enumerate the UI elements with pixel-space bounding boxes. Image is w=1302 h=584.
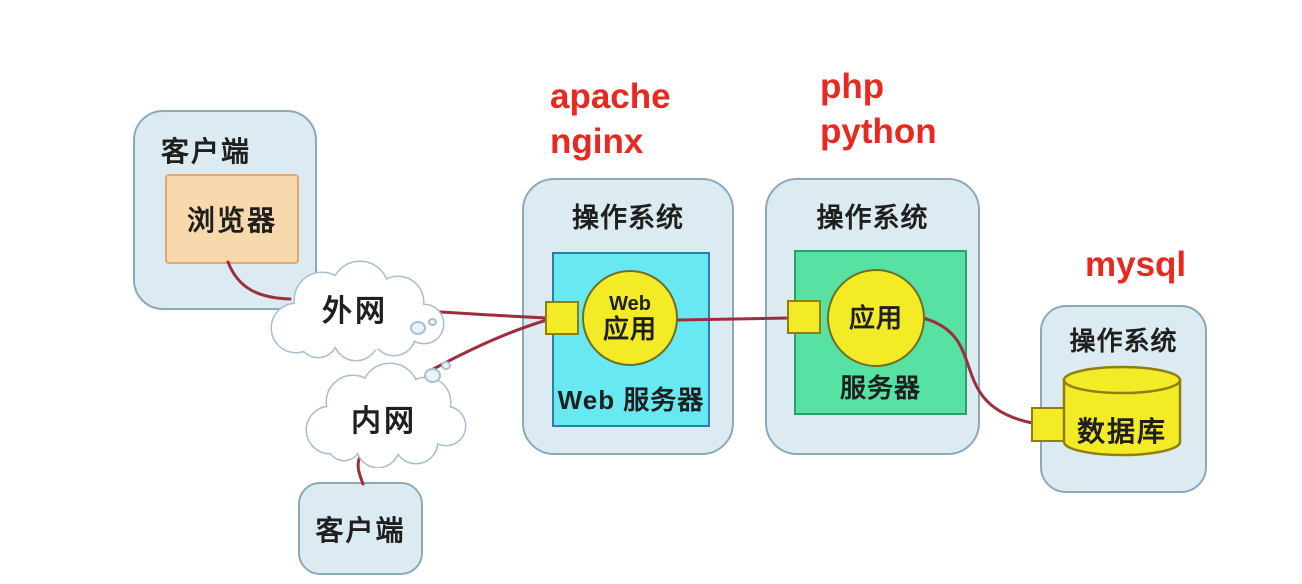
app-server-port	[787, 300, 821, 334]
external-cloud-bubble-small	[428, 318, 437, 326]
app-circle: 应用	[827, 269, 925, 367]
app-circle-label: 应用	[848, 302, 903, 333]
internal-network-cloud: 内网	[298, 352, 470, 468]
db-server-port	[1031, 407, 1066, 442]
web-server-os-label: 操作系统	[572, 203, 684, 233]
client-bottom-panel: 客户端	[298, 482, 423, 575]
annotation-python: python	[820, 112, 937, 151]
browser-box: 浏览器	[165, 174, 299, 264]
external-network-label: 外网	[322, 295, 388, 328]
database-cylinder: 数据库	[1058, 364, 1186, 464]
external-cloud-bubble-large	[410, 321, 426, 335]
app-server-os-label: 操作系统	[816, 203, 929, 233]
web-app-circle-label-top: Web	[609, 292, 651, 315]
internal-cloud-bubble-large	[424, 368, 441, 383]
app-server-container-label: 服务器	[839, 373, 921, 403]
database-software-annotation: mysql	[1085, 242, 1186, 287]
internal-cloud-shape	[305, 362, 467, 468]
annotation-php: php	[820, 67, 885, 106]
database-cylinder-body	[1062, 378, 1182, 457]
web-server-software-annotation: apache nginx	[550, 74, 671, 164]
web-server-container-label: Web 服务器	[557, 385, 705, 415]
web-server-port	[545, 301, 579, 335]
database-cylinder-top	[1062, 365, 1182, 395]
database-label: 数据库	[1076, 416, 1167, 447]
db-server-os-label: 操作系统	[1069, 326, 1178, 356]
external-cloud-shape	[270, 260, 445, 362]
web-app-circle-label-bottom: 应用	[602, 313, 657, 344]
annotation-nginx: nginx	[550, 122, 644, 161]
client-top-label: 客户端	[161, 136, 252, 167]
internal-network-label: 内网	[351, 405, 417, 438]
external-network-cloud: 外网	[262, 258, 448, 364]
database-cylinder-shape	[1062, 365, 1182, 457]
web-app-circle: Web 应用	[582, 270, 678, 366]
internal-cloud-bubble-small	[441, 361, 451, 370]
annotation-mysql: mysql	[1085, 245, 1187, 284]
annotation-apache: apache	[550, 77, 671, 116]
app-server-software-annotation: php python	[820, 64, 937, 154]
